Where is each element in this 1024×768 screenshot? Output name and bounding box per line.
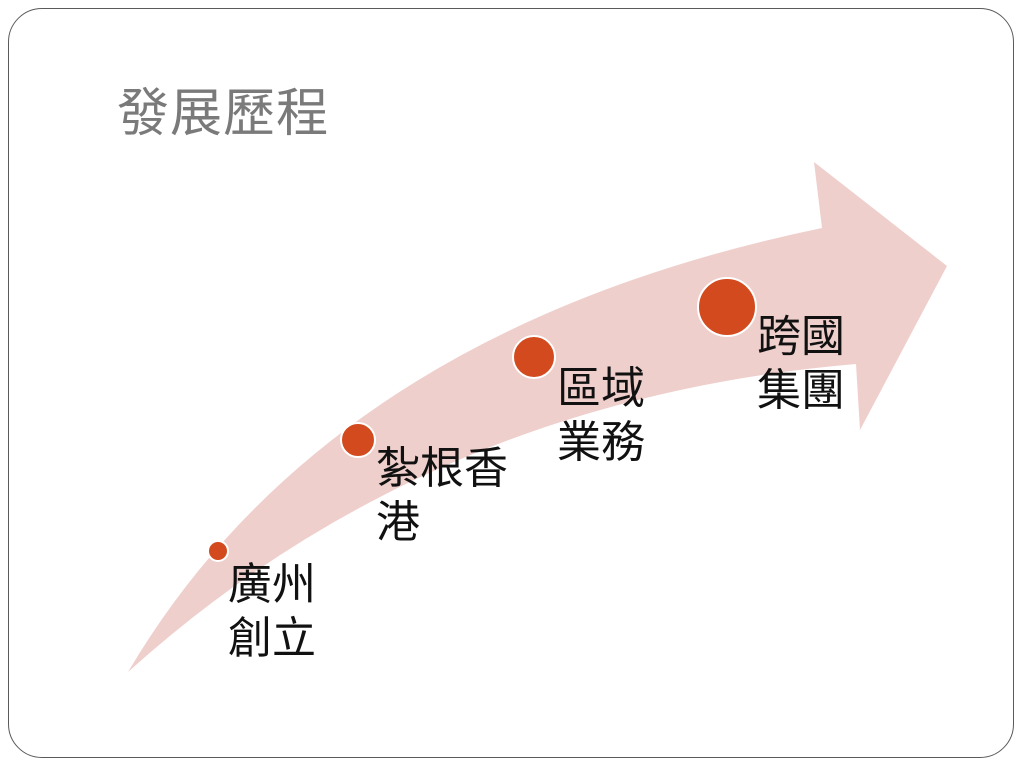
milestone-label-line: 紮根香 (376, 443, 508, 494)
milestone-label-guangzhou: 廣州 創立 (228, 558, 388, 666)
milestone-label-line: 創立 (228, 613, 316, 664)
milestone-label-line: 集團 (757, 365, 845, 416)
milestone-label-line: 業務 (557, 417, 645, 468)
milestone-label-line: 區域 (557, 363, 645, 414)
milestone-label-hongkong: 紮根香 港 (376, 442, 536, 550)
milestone-label-regional: 區域 業務 (557, 362, 717, 470)
milestone-marker-1 (207, 540, 229, 562)
milestone-label-line: 廣州 (228, 559, 316, 610)
slide-title: 發展歷程 (117, 84, 330, 144)
milestone-label-line: 跨國 (757, 311, 845, 362)
milestone-marker-3 (512, 335, 556, 379)
milestone-marker-4 (697, 277, 757, 337)
milestone-marker-2 (340, 422, 376, 458)
milestone-label-multinational: 跨國 集團 (757, 310, 917, 418)
milestone-label-line: 港 (376, 497, 420, 548)
